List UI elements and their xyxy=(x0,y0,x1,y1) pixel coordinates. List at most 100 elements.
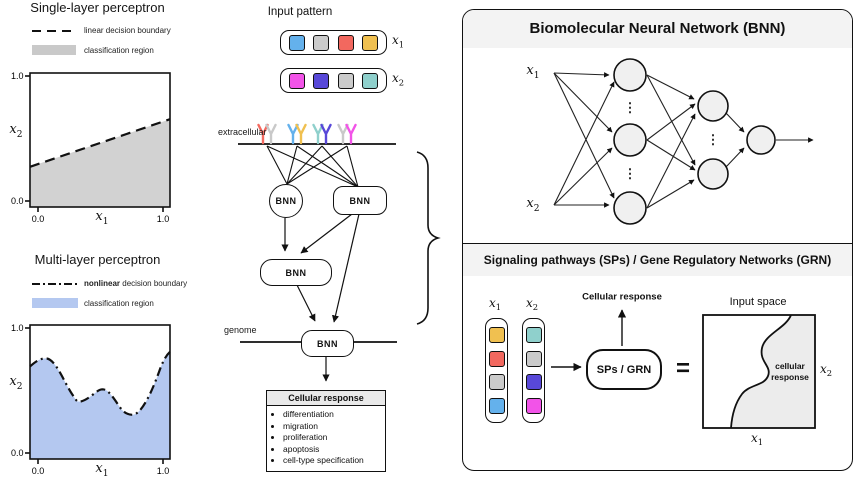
receptor-icon xyxy=(312,123,324,145)
receptor-icon xyxy=(345,123,357,145)
slp-legend-label-2: classification region xyxy=(84,46,154,55)
input-square xyxy=(488,326,505,343)
list-item: proliferation xyxy=(283,432,385,444)
bnn-panel: Biomolecular Neural Network (BNN) xyxy=(462,9,853,471)
sps-arrows xyxy=(551,309,627,372)
slp-legend-dashed-line-swatch xyxy=(32,30,76,32)
input-square xyxy=(289,34,306,51)
input-square xyxy=(361,72,378,89)
slp-axes-box xyxy=(29,72,171,208)
slp-xlabel: x1 xyxy=(95,209,109,227)
mlp-xtick-0: 0.0 xyxy=(32,466,45,476)
nn-nodes xyxy=(613,58,776,225)
cellular-response-list: differentiation migration proliferation … xyxy=(267,409,385,467)
cellular-response-box: Cellular response differentiation migrat… xyxy=(266,390,386,472)
bnn-panel-title: Biomolecular Neural Network (BNN) xyxy=(463,10,852,48)
input-square xyxy=(337,34,354,51)
receptor-icon xyxy=(287,123,299,145)
input-column-x2 xyxy=(522,318,545,423)
bnn-node-genome: BNN xyxy=(301,330,354,357)
mlp-legend-region-swatch xyxy=(32,298,78,308)
input-row-x2 xyxy=(280,68,387,93)
slp-xtick-1: 1.0 xyxy=(157,214,170,224)
list-item: cell-type specification xyxy=(283,455,385,467)
receptor-icons xyxy=(257,123,357,145)
slp-ytick-0: 0.0 xyxy=(11,196,24,206)
input-square xyxy=(488,350,505,367)
input-square xyxy=(488,374,505,391)
receptor-icon xyxy=(337,123,349,145)
col-x2-label: x2 xyxy=(525,295,539,313)
nn-node xyxy=(697,90,729,122)
slp-plot: 1.0 0.0 0.0 1.0 xyxy=(11,71,171,224)
mlp-axis-ticks xyxy=(25,327,164,464)
nn-node xyxy=(613,191,647,225)
mlp-title: Multi-layer perceptron xyxy=(34,252,161,267)
slp-classification-region xyxy=(30,119,170,207)
mlp-legend-label-1: nonlinear decision boundary xyxy=(84,279,188,288)
mlp-plot: 1.0 0.0 0.0 1.0 xyxy=(11,323,171,476)
mlp-xlabel: x1 xyxy=(95,461,109,479)
input-space-border xyxy=(702,314,816,429)
vdots: ⋮ xyxy=(623,100,637,115)
slp-xtick-0: 0.0 xyxy=(32,214,45,224)
mlp-ytick-0: 0.0 xyxy=(11,448,24,458)
input-square xyxy=(313,72,330,89)
mlp-ytick-1: 1.0 xyxy=(11,323,24,333)
extracellular-label: extracellular xyxy=(218,127,267,137)
input-space-ylabel: x2 xyxy=(819,361,833,379)
receptor-icon xyxy=(265,123,277,145)
nn-node xyxy=(697,158,729,190)
input-row-x1-label: x1 xyxy=(392,33,405,50)
mlp-legend-dashdot-line-swatch xyxy=(32,283,78,285)
nn-x1-label: x1 xyxy=(526,63,540,81)
slp-axis-ticks xyxy=(25,75,164,212)
input-square xyxy=(525,374,542,391)
col-x1-label: x1 xyxy=(488,295,502,313)
mlp-axes-box xyxy=(29,324,171,460)
nn-node xyxy=(613,58,647,92)
input-space-xlabel: x1 xyxy=(750,430,764,448)
list-item: apoptosis xyxy=(283,444,385,456)
membrane-to-bnn-connections xyxy=(266,145,359,188)
sps-grn-box: SPs / GRN xyxy=(586,349,662,390)
slp-title: Single-layer perceptron xyxy=(30,0,165,15)
slp-decision-boundary xyxy=(29,118,171,168)
input-square xyxy=(361,34,378,51)
input-space-title: Input space xyxy=(729,296,787,308)
input-space-boundary-curve xyxy=(730,314,792,429)
nn-node xyxy=(746,125,776,155)
slp-legend-region-swatch xyxy=(32,45,76,55)
brace-icon xyxy=(416,151,441,325)
nn-diagram xyxy=(553,58,814,225)
cellular-response-label: Cellular response xyxy=(582,291,662,303)
slp-legend-label-1: linear decision boundary xyxy=(84,26,171,35)
bnn-node-circle: BNN xyxy=(269,184,303,218)
receptor-icon xyxy=(295,123,307,145)
mlp-decision-boundary xyxy=(29,350,171,416)
bnn-flow-arrows xyxy=(281,213,360,382)
input-square xyxy=(289,72,306,89)
nn-x2-label: x2 xyxy=(526,196,540,214)
receptor-icon xyxy=(320,123,332,145)
equals-sign: = xyxy=(675,355,691,382)
input-row-x2-label: x2 xyxy=(392,71,405,88)
sps-grn-section-title: Signaling pathways (SPs) / Gene Regulato… xyxy=(463,243,852,276)
nn-edges xyxy=(553,72,814,209)
list-item: differentiation xyxy=(283,409,385,421)
input-row-x1 xyxy=(280,30,387,55)
vdots: ⋮ xyxy=(623,166,637,181)
nn-node xyxy=(613,123,647,157)
slp-ylabel: x2 xyxy=(9,122,23,140)
bnn-node-rect-1: BNN xyxy=(333,186,387,215)
input-square xyxy=(525,350,542,367)
mlp-xtick-1: 1.0 xyxy=(157,466,170,476)
input-column-x1 xyxy=(485,318,508,423)
list-item: migration xyxy=(283,421,385,433)
mlp-ylabel: x2 xyxy=(9,374,23,392)
mlp-classification-region xyxy=(30,351,170,459)
input-space-response-region xyxy=(731,315,815,428)
input-space-plot xyxy=(702,314,816,429)
slp-ytick-1: 1.0 xyxy=(11,71,24,81)
